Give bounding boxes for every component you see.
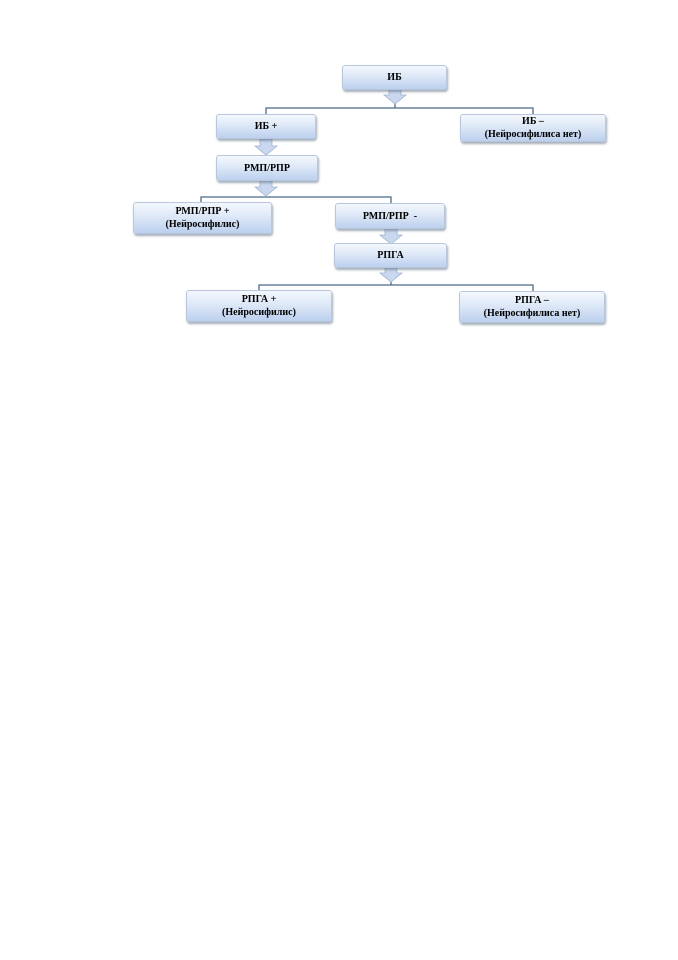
node-rpga: РПГА: [334, 243, 447, 268]
node-label: РМП/РПР -: [362, 210, 418, 222]
arrow-down-icon: [253, 179, 279, 197]
node-sublabel: (Нейросифилис): [165, 219, 240, 230]
node-rmp-rpr-negative: РМП/РПР -: [335, 203, 445, 229]
connector-ib-branch: [265, 107, 534, 114]
node-label: РПГА –: [515, 295, 549, 306]
connector-rpga-branch: [258, 284, 534, 291]
node-ib: ИБ: [342, 65, 447, 90]
node-sublabel: (Нейросифилис): [222, 307, 296, 318]
arrow-down-icon: [378, 227, 404, 245]
node-rpga-positive: РПГА + (Нейросифилис): [186, 290, 332, 322]
arrow-down-icon: [382, 87, 408, 105]
node-label: ИБ –: [522, 116, 544, 127]
arrow-down-icon: [378, 265, 404, 283]
node-ib-negative: ИБ – (Нейросифилиса нет): [460, 114, 606, 142]
arrow-down-icon: [253, 138, 279, 156]
node-label: ИБ +: [254, 121, 278, 132]
node-label: РПГА +: [241, 294, 277, 305]
connector-rmp-branch: [200, 196, 392, 203]
node-rpga-negative: РПГА – (Нейросифилиса нет): [459, 291, 605, 323]
node-rmp-rpr: РМП/РПР: [216, 155, 318, 181]
node-sublabel: (Нейросифилиса нет): [484, 129, 582, 140]
node-ib-positive: ИБ +: [216, 114, 316, 139]
node-label: ИБ: [387, 72, 402, 83]
node-rmp-rpr-positive: РМП/РПР + (Нейросифилис): [133, 202, 272, 234]
node-label: РПГА: [377, 250, 404, 261]
node-label: РМП/РПР +: [175, 206, 230, 217]
node-sublabel: (Нейросифилиса нет): [483, 308, 581, 319]
node-label: РМП/РПР: [244, 162, 290, 174]
